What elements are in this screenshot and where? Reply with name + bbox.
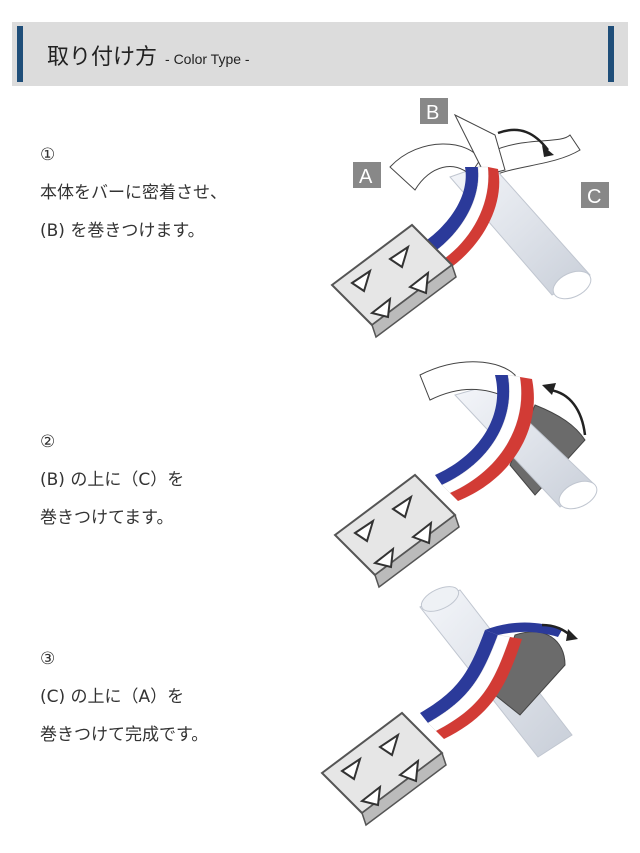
label-c-text: C: [587, 186, 601, 208]
step-3-illustration: [321, 586, 578, 826]
step-line: (C) の上に（A）を: [40, 687, 185, 707]
label-b-text: B: [426, 102, 439, 124]
arrow-icon: [497, 128, 549, 151]
step-3-text: ③ (C) の上に（A）を 巻きつけて完成です。: [40, 640, 208, 754]
page-title: 取り付け方 - Color Type -: [47, 39, 250, 71]
step-line: (B) の上に（C）を: [40, 470, 185, 490]
clip-icon: [334, 474, 460, 588]
step-2-text: ② (B) の上に（C）を 巻きつけてます。: [40, 423, 184, 537]
step-2-illustration: [334, 361, 598, 588]
header-accent-left: [17, 26, 23, 82]
label-a: [353, 162, 381, 188]
page-subtitle: - Color Type -: [165, 51, 250, 67]
step-line: 本体をバーに密着させ、: [40, 183, 227, 203]
section-header: 取り付け方 - Color Type -: [12, 22, 628, 86]
step-1-text: ① 本体をバーに密着させ、 (B) を巻きつけます。: [40, 136, 227, 250]
label-a-text: A: [359, 166, 373, 188]
title-text: 取り付け方: [47, 45, 158, 70]
step-number: ①: [40, 145, 56, 165]
header-accent-right: [608, 26, 614, 82]
step-line: 巻きつけてます。: [40, 508, 174, 528]
step-line: (B) を巻きつけます。: [40, 221, 205, 241]
arrow-icon: [549, 388, 587, 436]
ribbon: [435, 374, 534, 501]
step-1-illustration: A B C: [331, 98, 609, 338]
step-number: ②: [40, 432, 56, 452]
label-b: [420, 98, 448, 124]
ribbon-end-c: [484, 134, 581, 176]
label-c: [581, 182, 609, 208]
clip-icon: [321, 712, 447, 826]
step-line: 巻きつけて完成です。: [40, 725, 209, 745]
step-number: ③: [40, 649, 56, 669]
